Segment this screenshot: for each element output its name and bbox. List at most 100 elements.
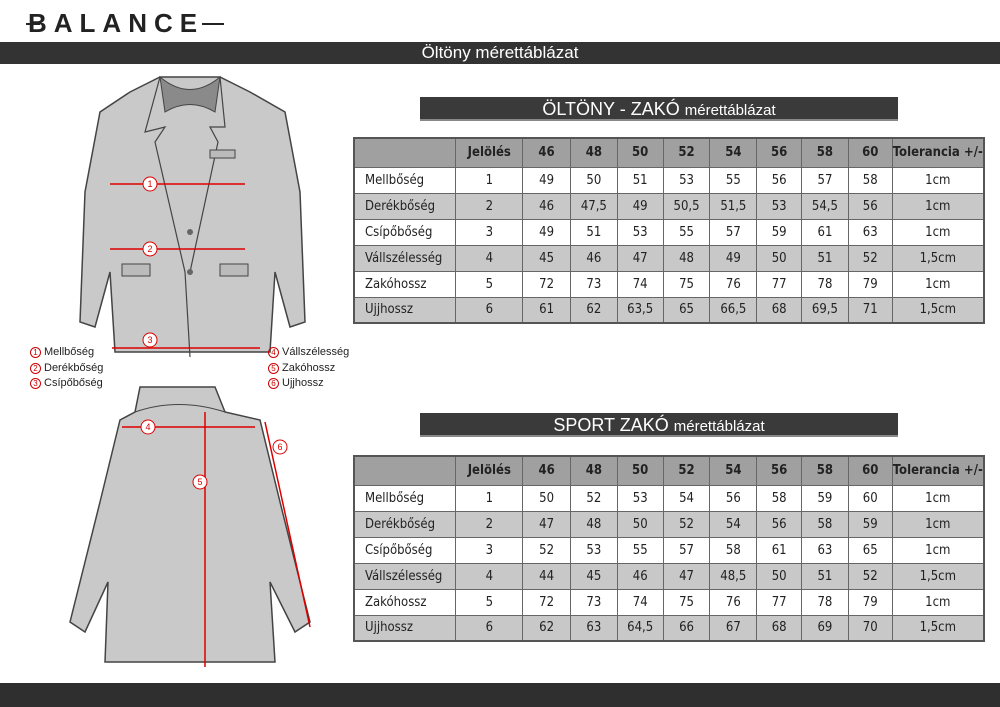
row-label: Zakóhossz (353, 270, 457, 298)
table-cell: 50,5 (662, 192, 711, 220)
table-cell: 65 (662, 296, 711, 324)
table-cell: 68 (756, 614, 803, 642)
column-header: Tolerancia +/- (891, 455, 985, 486)
table-cell: 58 (847, 166, 893, 194)
table-cell: 58 (756, 484, 803, 512)
table-cell: 53 (616, 218, 664, 246)
table-cell: 63 (801, 536, 849, 564)
table-cell: 49 (709, 244, 758, 272)
table-cell: 56 (756, 166, 803, 194)
column-header: 50 (616, 137, 664, 168)
table-cell: 73 (569, 270, 618, 298)
table-cell: 53 (569, 536, 618, 564)
table-cell: 1cm (891, 484, 985, 512)
table-cell: 56 (709, 484, 758, 512)
table-cell: 6 (455, 614, 524, 642)
column-header: 56 (756, 137, 803, 168)
table-cell: 75 (662, 270, 711, 298)
table-cell: 54 (709, 510, 758, 538)
table-cell: 4 (455, 562, 524, 590)
table-cell: 57 (801, 166, 849, 194)
table-cell: 73 (569, 588, 618, 616)
table-cell: 63 (847, 218, 893, 246)
row-label: Zakóhossz (353, 588, 457, 616)
table-cell: 62 (522, 614, 571, 642)
table-cell: 61 (522, 296, 571, 324)
table-cell: 53 (756, 192, 803, 220)
table-cell: 3 (455, 536, 524, 564)
table-cell: 74 (616, 270, 664, 298)
svg-text:6: 6 (277, 442, 282, 452)
table-cell: 53 (616, 484, 664, 512)
table-cell: 1 (455, 484, 524, 512)
table-cell: 60 (847, 484, 893, 512)
table-cell: 6 (455, 296, 524, 324)
row-label: Mellbőség (353, 484, 457, 512)
column-header (353, 137, 457, 168)
row-label: Csípőbőség (353, 218, 457, 246)
table-cell: 55 (616, 536, 664, 564)
table-cell: 1cm (891, 510, 985, 538)
table-cell: 52 (522, 536, 571, 564)
column-header: 52 (662, 455, 711, 486)
svg-text:1: 1 (147, 179, 152, 189)
table-cell: 2 (455, 192, 524, 220)
table-cell: 79 (847, 270, 893, 298)
table-cell: 1,5cm (891, 296, 985, 324)
page-title: Öltöny mérettáblázat (0, 42, 1000, 64)
table-cell: 50 (616, 510, 664, 538)
table-cell: 1,5cm (891, 614, 985, 642)
row-label: Csípőbőség (353, 536, 457, 564)
table-cell: 58 (709, 536, 758, 564)
table-cell: 46 (569, 244, 618, 272)
table-cell: 63,5 (616, 296, 664, 324)
column-header: 48 (569, 455, 618, 486)
table-cell: 1,5cm (891, 244, 985, 272)
table-cell: 76 (709, 588, 758, 616)
table-cell: 46 (616, 562, 664, 590)
table-cell: 74 (616, 588, 664, 616)
jacket-front-illustration: 123 (79, 75, 306, 358)
table-cell: 51,5 (709, 192, 758, 220)
table-cell: 54,5 (801, 192, 849, 220)
table-cell: 50 (756, 244, 803, 272)
table-cell: 50 (756, 562, 803, 590)
column-header: Jelölés (455, 455, 524, 486)
table-cell: 47 (662, 562, 711, 590)
table-cell: 72 (522, 588, 571, 616)
table-cell: 79 (847, 588, 893, 616)
table-cell: 67 (709, 614, 758, 642)
table-cell: 53 (662, 166, 711, 194)
svg-text:4: 4 (145, 422, 150, 432)
column-header: 46 (522, 455, 571, 486)
table-cell: 57 (709, 218, 758, 246)
table-cell: 62 (569, 296, 618, 324)
table-cell: 59 (801, 484, 849, 512)
table-cell: 51 (569, 218, 618, 246)
table-title-suit: ÖLTÖNY - ZAKÓ mérettáblázat (420, 97, 898, 121)
column-header: 60 (847, 455, 893, 486)
row-label: Derékbőség (353, 192, 457, 220)
table-cell: 50 (522, 484, 571, 512)
table-cell: 55 (662, 218, 711, 246)
table-cell: 66 (662, 614, 711, 642)
table-cell: 63 (569, 614, 618, 642)
table-cell: 1cm (891, 166, 985, 194)
table-cell: 5 (455, 588, 524, 616)
table-cell: 1cm (891, 588, 985, 616)
column-header: 58 (801, 137, 849, 168)
table-cell: 1cm (891, 218, 985, 246)
table-cell: 52 (847, 562, 893, 590)
